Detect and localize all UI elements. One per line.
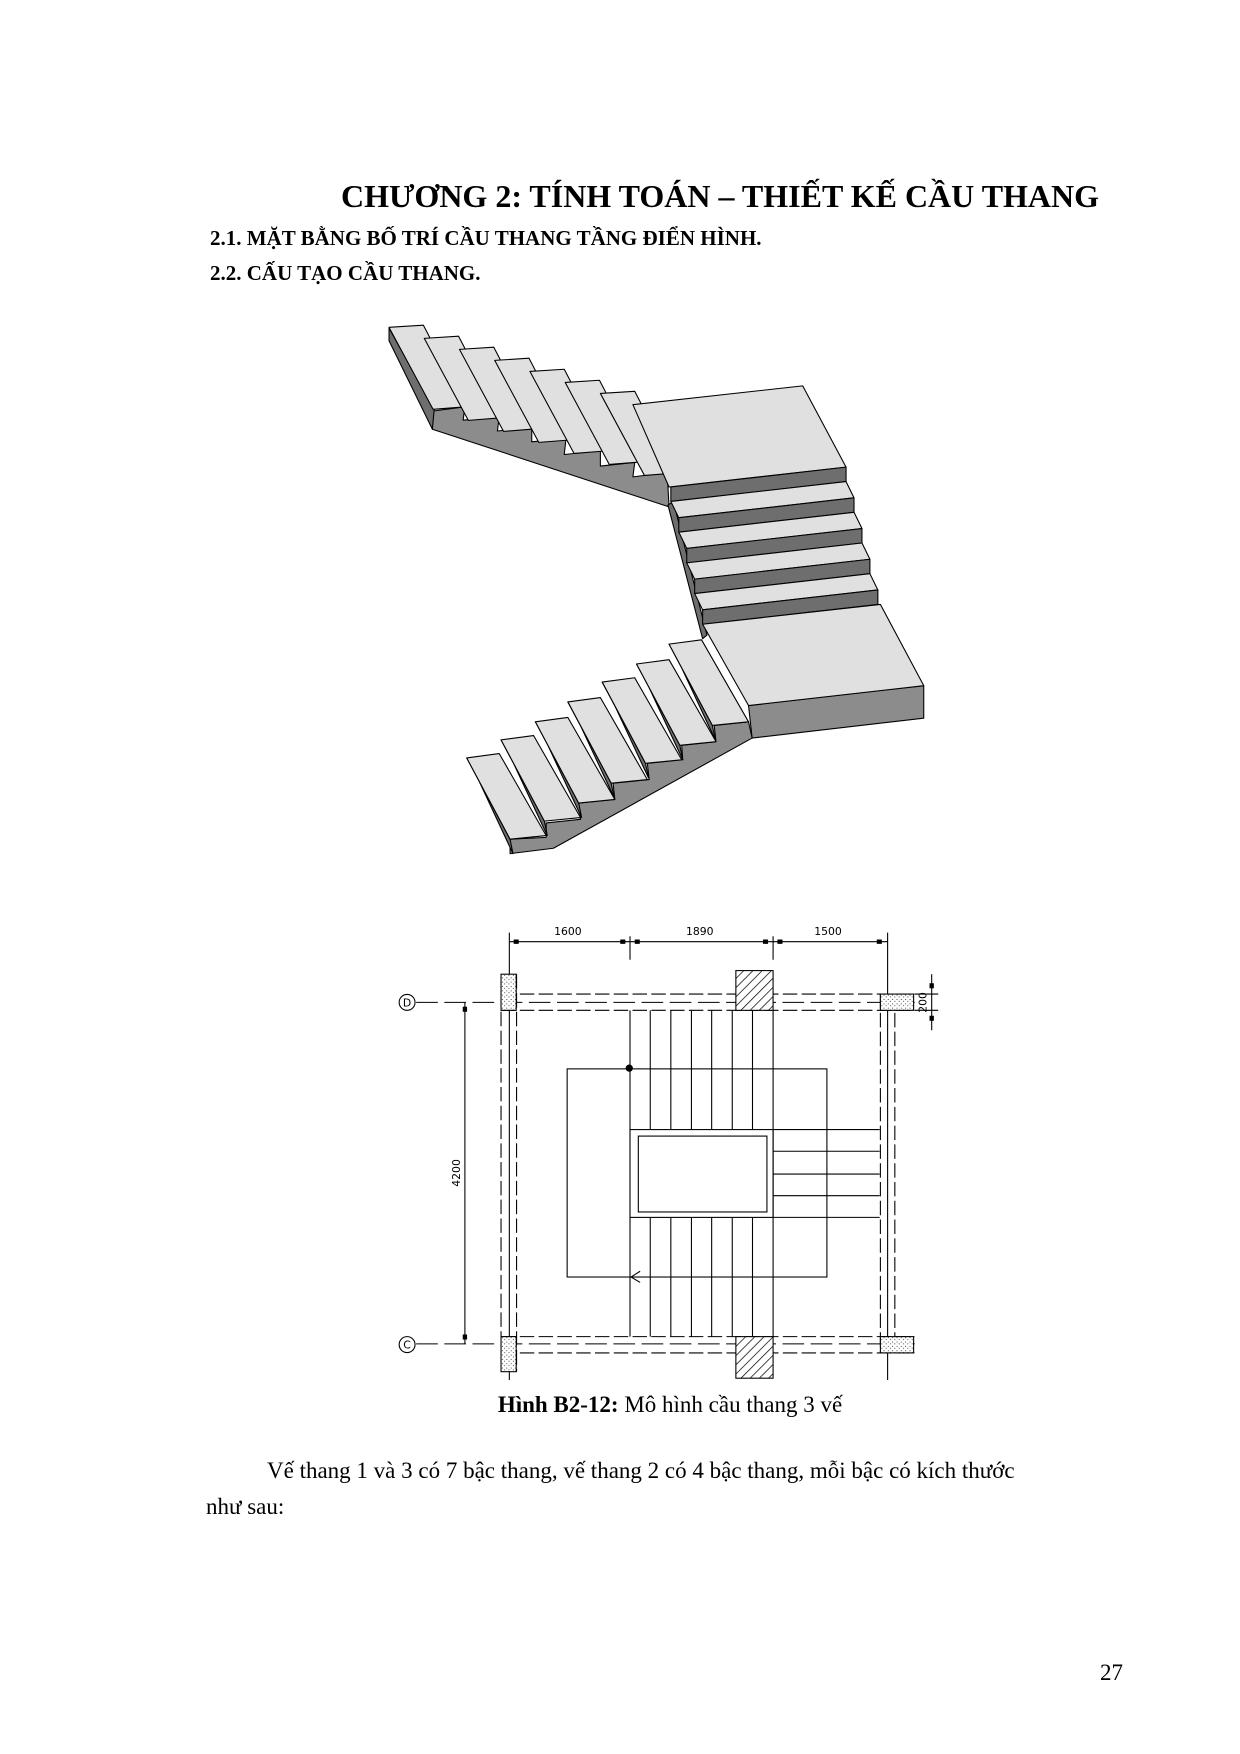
- section-heading-2-2: 2.2. CẤU TẠO CẦU THANG.: [210, 261, 481, 285]
- chapter-title: CHƯƠNG 2: TÍNH TOÁN – THIẾT KẾ CẦU THANG: [340, 178, 1100, 214]
- stair-floor-plan: 1600 1890 1500 4200 200 D C 1 2: [398, 925, 939, 1380]
- page-number: 27: [1100, 1660, 1123, 1685]
- dim-right: 200: [917, 992, 930, 1013]
- dim-top-3: 1500: [814, 925, 842, 938]
- lower-landing: [702, 603, 925, 707]
- flight-3-tread: [500, 734, 582, 822]
- dim-left: 4200: [450, 1159, 463, 1187]
- stair-3d-model: [388, 324, 925, 855]
- flight-3-tread: [534, 716, 616, 804]
- body-paragraph-line-2: như sau:: [206, 1494, 285, 1519]
- section-heading-2-1: 2.1. MẶT BẰNG BỐ TRÍ CẦU THANG TẦNG ĐIỂN…: [210, 226, 762, 250]
- caption-text: Mô hình cầu thang 3 vế: [618, 1392, 843, 1417]
- flight-3-tread: [466, 753, 547, 840]
- flight-3-tread: [635, 659, 717, 746]
- dim-top-2: 1890: [686, 925, 714, 938]
- figure-caption: Hình B2-12: Mô hình cầu thang 3 vế: [300, 1392, 1040, 1418]
- flight-3-tread: [601, 677, 683, 764]
- caption-label: Hình B2-12:: [497, 1392, 619, 1417]
- body-paragraph-line-1: Vế thang 1 và 3 có 7 bậc thang, vế thang…: [267, 1458, 1015, 1483]
- flight-3-tread: [567, 697, 648, 784]
- flight-3-tread: [668, 639, 750, 726]
- axis-label-d: D: [403, 996, 411, 1009]
- flight-3-stringer: [509, 721, 753, 855]
- axis-label-c: C: [403, 1339, 411, 1352]
- dim-top-1: 1600: [554, 925, 582, 938]
